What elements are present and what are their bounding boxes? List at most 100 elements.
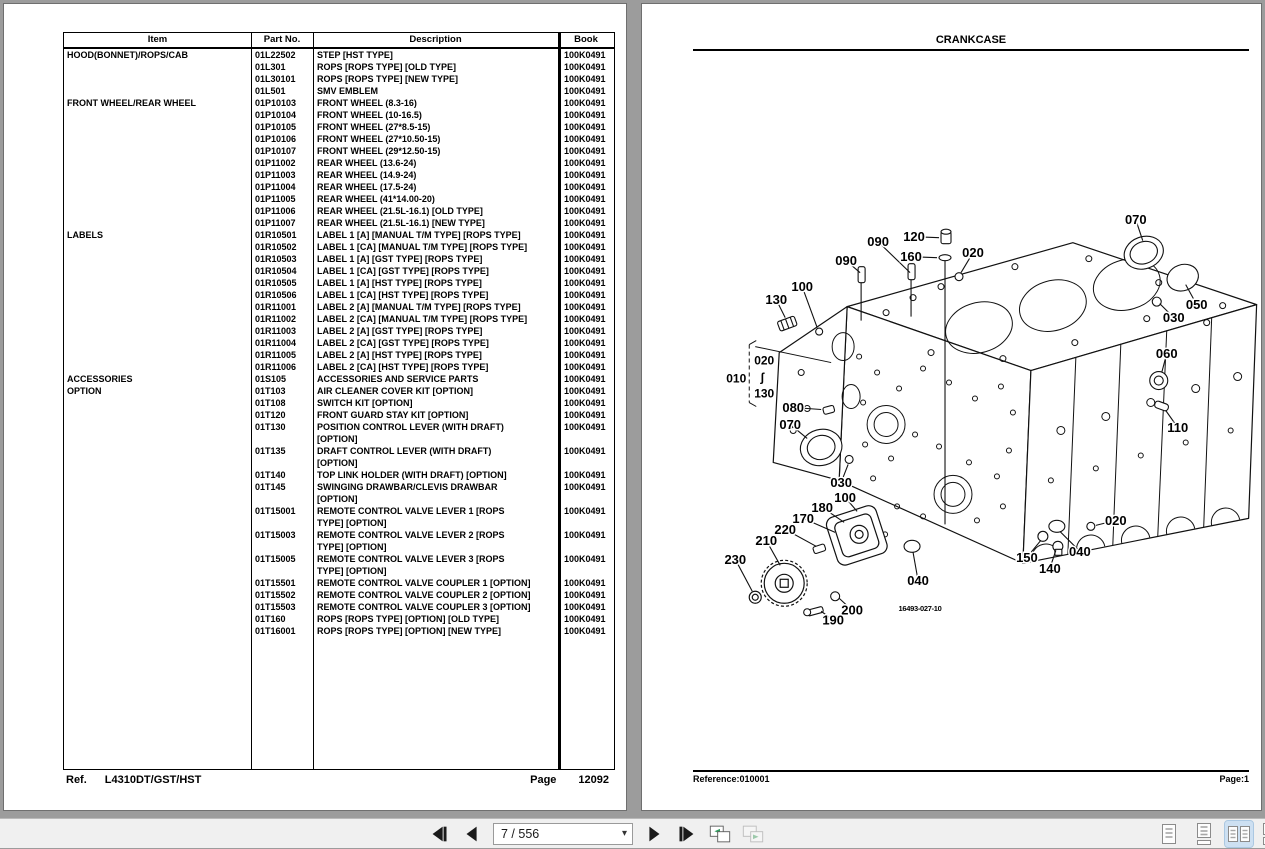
part-callout: 030	[1163, 310, 1185, 325]
previous-page-button[interactable]	[460, 822, 484, 846]
continuous-facing-view-button[interactable]	[1260, 821, 1265, 847]
part-callout: 230	[724, 552, 746, 567]
cell-book: 100K0491	[558, 181, 614, 193]
viewer-toolbar: ▾	[0, 818, 1265, 848]
cell-book: 100K0491	[558, 133, 614, 145]
cell-desc: LABEL 2 [A] [GST TYPE] [ROPS TYPE]	[313, 325, 558, 337]
part-callout: 040	[907, 573, 929, 588]
cell-desc: LABEL 2 [CA] [MANUAL T/M TYPE] [ROPS TYP…	[313, 313, 558, 325]
cell-part: 01T120	[251, 409, 313, 421]
cell-book: 100K0491	[558, 553, 614, 565]
table-header-row: Item Part No. Description Book	[64, 33, 614, 49]
cell-desc: LABEL 2 [A] [HST TYPE] [ROPS TYPE]	[313, 349, 558, 361]
next-view-icon	[741, 822, 765, 846]
cell-book: 100K0491	[558, 577, 614, 589]
cell-part: 01R11001	[251, 301, 313, 313]
cell-desc: LABEL 1 [A] [HST TYPE] [ROPS TYPE]	[313, 277, 558, 289]
cell-desc: LABEL 2 [CA] [GST TYPE] [ROPS TYPE]	[313, 337, 558, 349]
model-reference: L4310DT/GST/HST	[105, 774, 202, 786]
cell-book: 100K0491	[558, 253, 614, 265]
cell-part: 01R11002	[251, 313, 313, 325]
cell-book: 100K0491	[558, 169, 614, 181]
cell-desc: FRONT WHEEL (27*10.50-15)	[313, 133, 558, 145]
single-page-view-button[interactable]	[1155, 821, 1183, 847]
cell-desc: AIR CLEANER COVER KIT [OPTION]	[313, 385, 558, 397]
cell-desc: ROPS [ROPS TYPE] [NEW TYPE]	[313, 73, 558, 85]
cell-book: 100K0491	[558, 397, 614, 409]
cell-desc: ROPS [ROPS TYPE] [OPTION] [NEW TYPE]	[313, 625, 558, 637]
cell-part: 01T103	[251, 385, 313, 397]
document-view-area: Item Part No. Description Book HOOD(BONN…	[0, 0, 1265, 818]
part-callout: 130	[765, 292, 787, 307]
page-layout-controls	[1155, 819, 1265, 849]
sheet-page-number: Page:1	[1219, 774, 1249, 784]
cell-book: 100K0491	[558, 325, 614, 337]
single-page-view-icon	[1159, 823, 1179, 845]
first-page-button[interactable]	[427, 822, 451, 846]
cell-desc: FRONT GUARD STAY KIT [OPTION]	[313, 409, 558, 421]
part-callout: 190	[822, 613, 844, 628]
crankcase-exploded-view: 010 020 ʃ 130 07009012016002009010013005…	[642, 4, 1263, 812]
page-number: 12092	[578, 774, 609, 786]
cell-part: 01P11006	[251, 205, 313, 217]
cell-desc: REMOTE CONTROL VALVE COUPLER 2 [OPTION]	[313, 589, 558, 601]
cell-part: 01R10506	[251, 289, 313, 301]
left-page-footer: Ref. L4310DT/GST/HST Page 12092	[63, 774, 615, 786]
last-page-icon	[676, 823, 698, 845]
cell-book: 100K0491	[558, 121, 614, 133]
page-number-input[interactable]	[494, 824, 612, 844]
part-callout: 220	[774, 522, 796, 537]
part-callout: 200	[841, 603, 863, 618]
next-page-button[interactable]	[642, 822, 666, 846]
part-callout: 140	[1039, 561, 1061, 576]
cell-desc: REMOTE CONTROL VALVE COUPLER 1 [OPTION]	[313, 577, 558, 589]
bracket-from: 020	[754, 354, 774, 368]
cell-part: 01T140	[251, 469, 313, 481]
combobox-caret-icon[interactable]: ▾	[622, 828, 627, 839]
bracket-through-symbol: ʃ	[759, 371, 765, 385]
cell-book: 100K0491	[558, 97, 614, 109]
cell-part: 01T15501	[251, 577, 313, 589]
facing-pages-view-button[interactable]	[1225, 821, 1253, 847]
cell-part: 01T15503	[251, 601, 313, 613]
cell-part: 01P10105	[251, 121, 313, 133]
next-view-button[interactable]	[741, 822, 765, 846]
part-callout: 050	[1186, 297, 1208, 312]
previous-view-button[interactable]	[708, 822, 732, 846]
cell-book: 100K0491	[558, 157, 614, 169]
cell-desc: REMOTE CONTROL VALVE COUPLER 3 [OPTION]	[313, 601, 558, 613]
last-page-button[interactable]	[675, 822, 699, 846]
cell-desc: STEP [HST TYPE]	[313, 49, 558, 61]
part-callout: 110	[1167, 420, 1188, 435]
part-callout: 090	[835, 253, 857, 268]
cell-desc: FRONT WHEEL (10-16.5)	[313, 109, 558, 121]
cell-part: 01P11003	[251, 169, 313, 181]
part-callout: 080	[782, 400, 804, 415]
continuous-view-button[interactable]	[1190, 821, 1218, 847]
cell-book: 100K0491	[558, 589, 614, 601]
cell-desc: POSITION CONTROL LEVER (WITH DRAFT) [OPT…	[313, 421, 558, 445]
cell-part: 01P10103	[251, 97, 313, 109]
cell-desc: FRONT WHEEL (29*12.50-15)	[313, 145, 558, 157]
cell-part: 01R10503	[251, 253, 313, 265]
part-callout: 070	[779, 417, 801, 432]
part-callout: 120	[903, 229, 925, 244]
cell-part: 01L501	[251, 85, 313, 97]
cell-part: 01T15001	[251, 505, 313, 517]
page-number-combobox[interactable]: ▾	[493, 823, 633, 845]
